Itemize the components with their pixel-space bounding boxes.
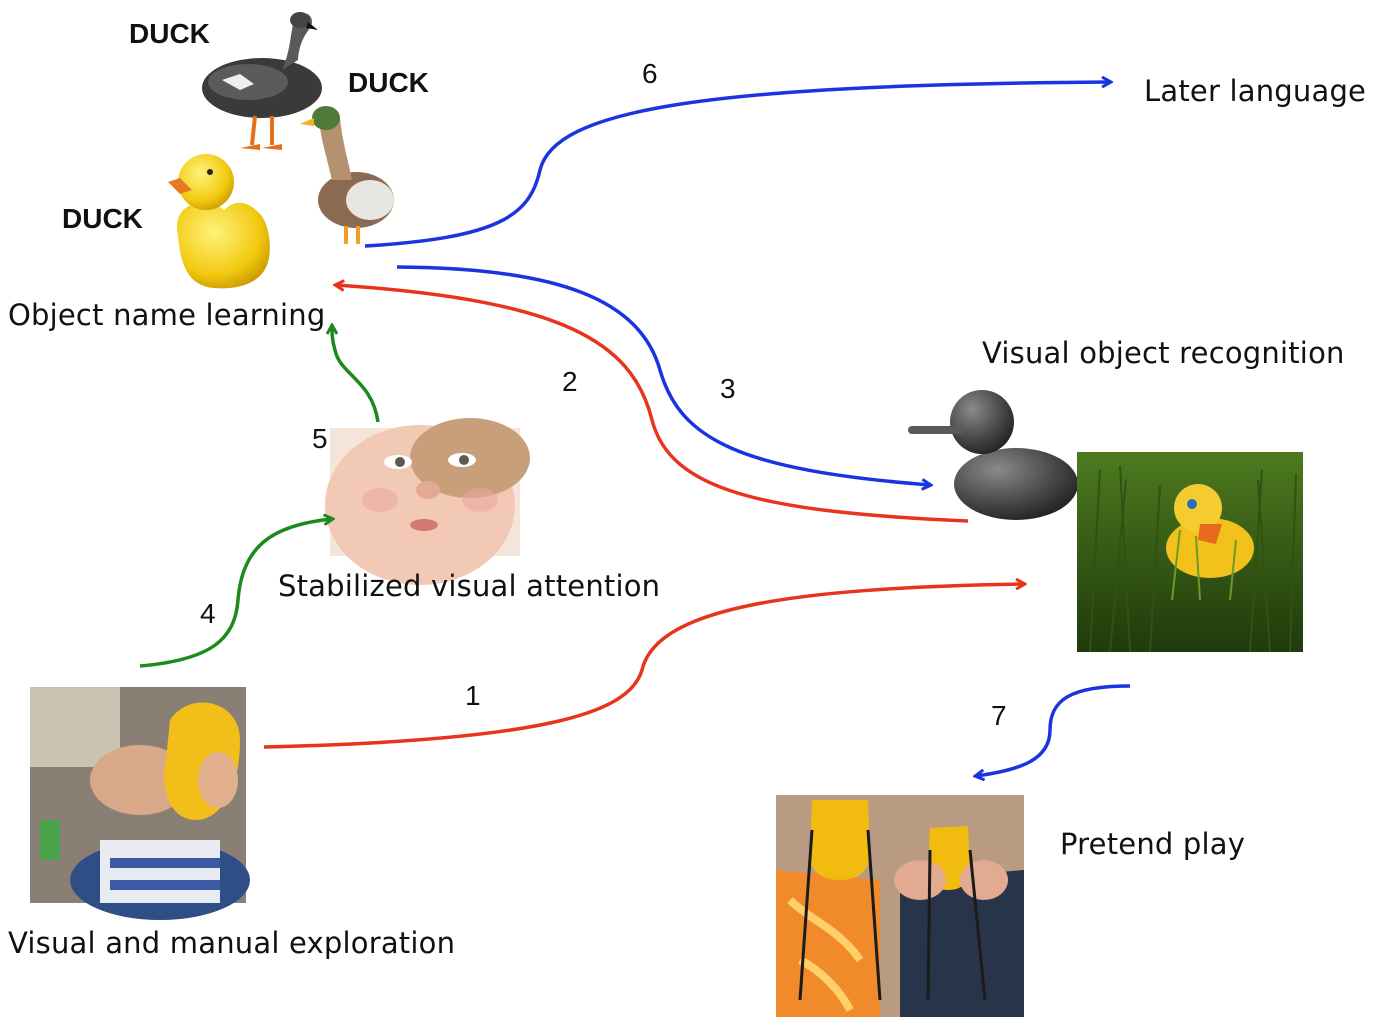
arrow-1-number: 1 [465,680,481,711]
duck-word-1: DUCK [129,18,210,49]
arrow-7-number: 7 [991,700,1007,731]
arrow-2 [336,285,969,523]
duck-word-3: DUCK [62,203,143,234]
gray-duck-model [908,390,1078,520]
arrow-4-number: 4 [200,598,216,629]
duck-in-grass-photo [1077,452,1303,653]
pretend-play-photo [776,795,1024,1017]
duck-word-2: DUCK [348,67,429,98]
arrow-1 [263,584,1024,749]
visual-manual-exploration-label: Visual and manual exploration [8,926,456,960]
stabilized-visual-attention-label: Stabilized visual attention [278,569,661,603]
mallard-duck-picture [202,12,322,150]
arrow-5-number: 5 [312,423,328,454]
later-language-label: Later language [1144,74,1367,108]
white-duck-picture [300,106,394,244]
arrow-6-number: 6 [642,58,658,89]
rubber-duck-picture [168,154,270,289]
arrow-2-number: 2 [562,366,578,397]
baby-face-photo [325,418,530,585]
visual-object-recognition-label: Visual object recognition [982,336,1345,370]
arrow-3 [396,265,930,485]
arrow-7 [976,684,1131,776]
arrow-3-number: 3 [720,373,736,404]
pretend-play-label: Pretend play [1060,827,1246,861]
arrow-4 [139,519,332,668]
object-name-learning-label: Object name learning [8,298,326,332]
arrow-5 [332,326,380,423]
exploration-photo [30,687,250,920]
arrow-6 [364,82,1110,248]
